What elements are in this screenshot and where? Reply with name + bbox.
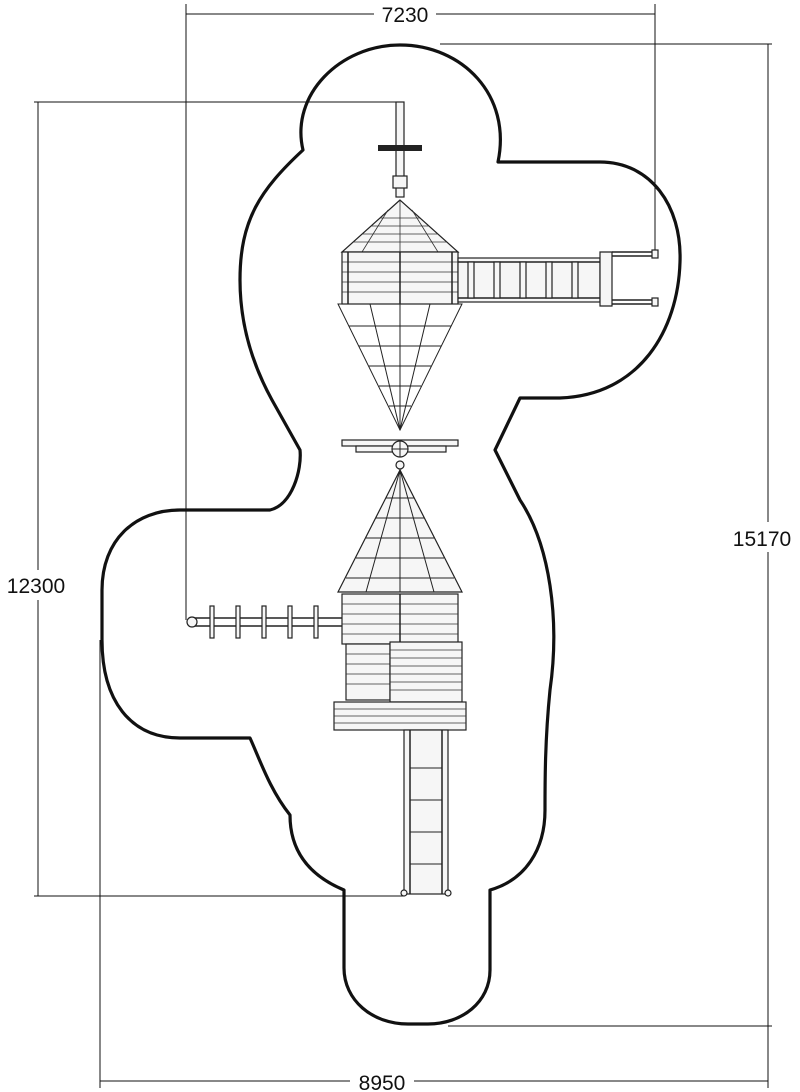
lower-house [333, 641, 467, 731]
dimension-top: 7230 [185, 2, 656, 620]
dimension-left-label: 12300 [7, 575, 65, 598]
slide [400, 729, 452, 897]
monkey-bars [186, 605, 342, 639]
safety-zone-outline [100, 43, 682, 1026]
dimension-right-label: 15170 [733, 528, 791, 551]
upper-bridge [457, 249, 659, 307]
dimension-top-label: 7230 [382, 4, 429, 27]
dimension-right: 15170 [440, 43, 800, 1027]
lower-deck [341, 593, 459, 645]
upper-net [337, 303, 463, 432]
upper-mast [378, 101, 422, 198]
upper-roof [340, 199, 460, 253]
dimension-left: 12300 [0, 101, 404, 897]
middle-beam [341, 439, 459, 470]
lower-roof [337, 468, 463, 593]
upper-deck [341, 251, 459, 305]
dimension-bottom-label: 8950 [359, 1072, 406, 1092]
